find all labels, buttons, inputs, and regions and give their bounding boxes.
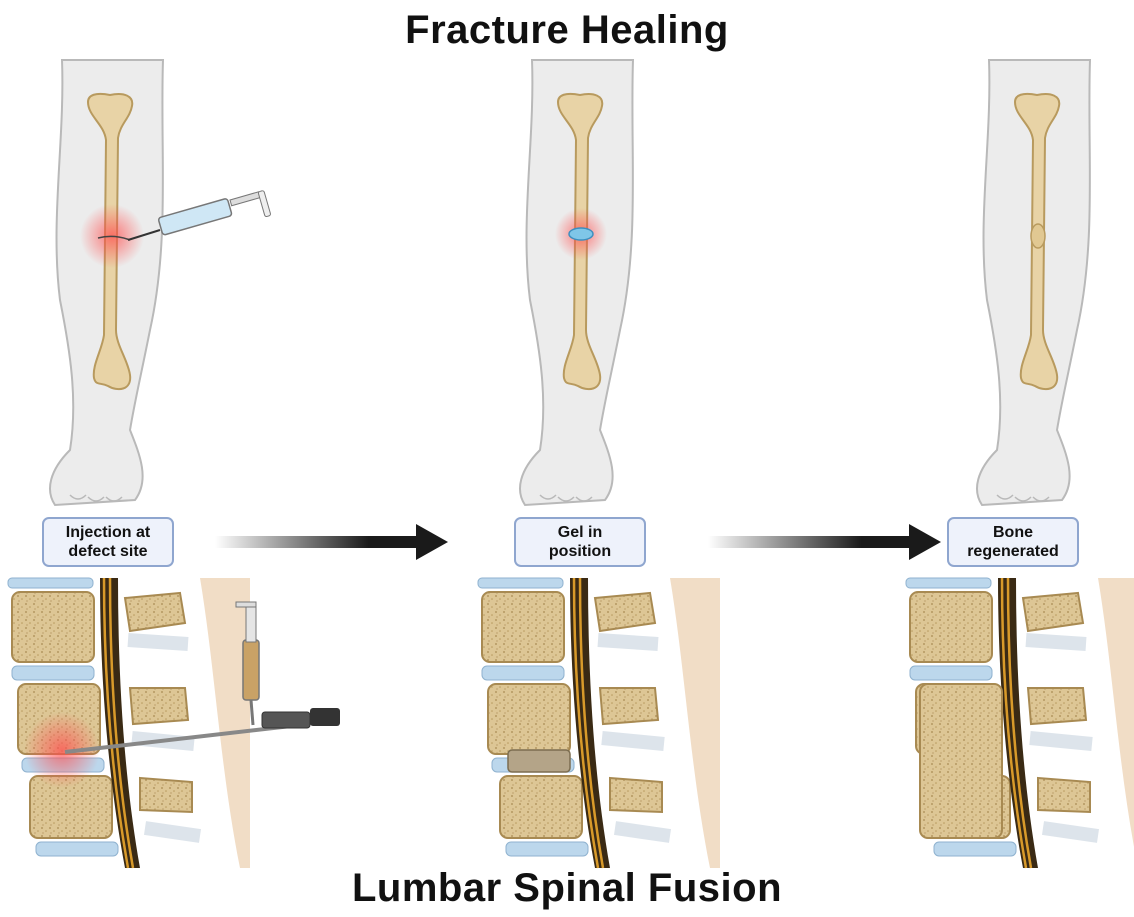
step-label-gel: Gel in position [514, 517, 646, 567]
leg-gel [520, 60, 633, 505]
spine-injection [0, 578, 250, 868]
spine-fused [898, 578, 1134, 868]
arrow-right-icon [708, 524, 941, 560]
arrow-right-icon [215, 524, 448, 560]
spine-gel [470, 578, 720, 868]
leg-injection [50, 60, 163, 505]
leg-regenerated [977, 60, 1090, 505]
step-label-injection: Injection at defect site [42, 517, 174, 567]
step-label-regenerated: Bone regenerated [947, 517, 1079, 567]
